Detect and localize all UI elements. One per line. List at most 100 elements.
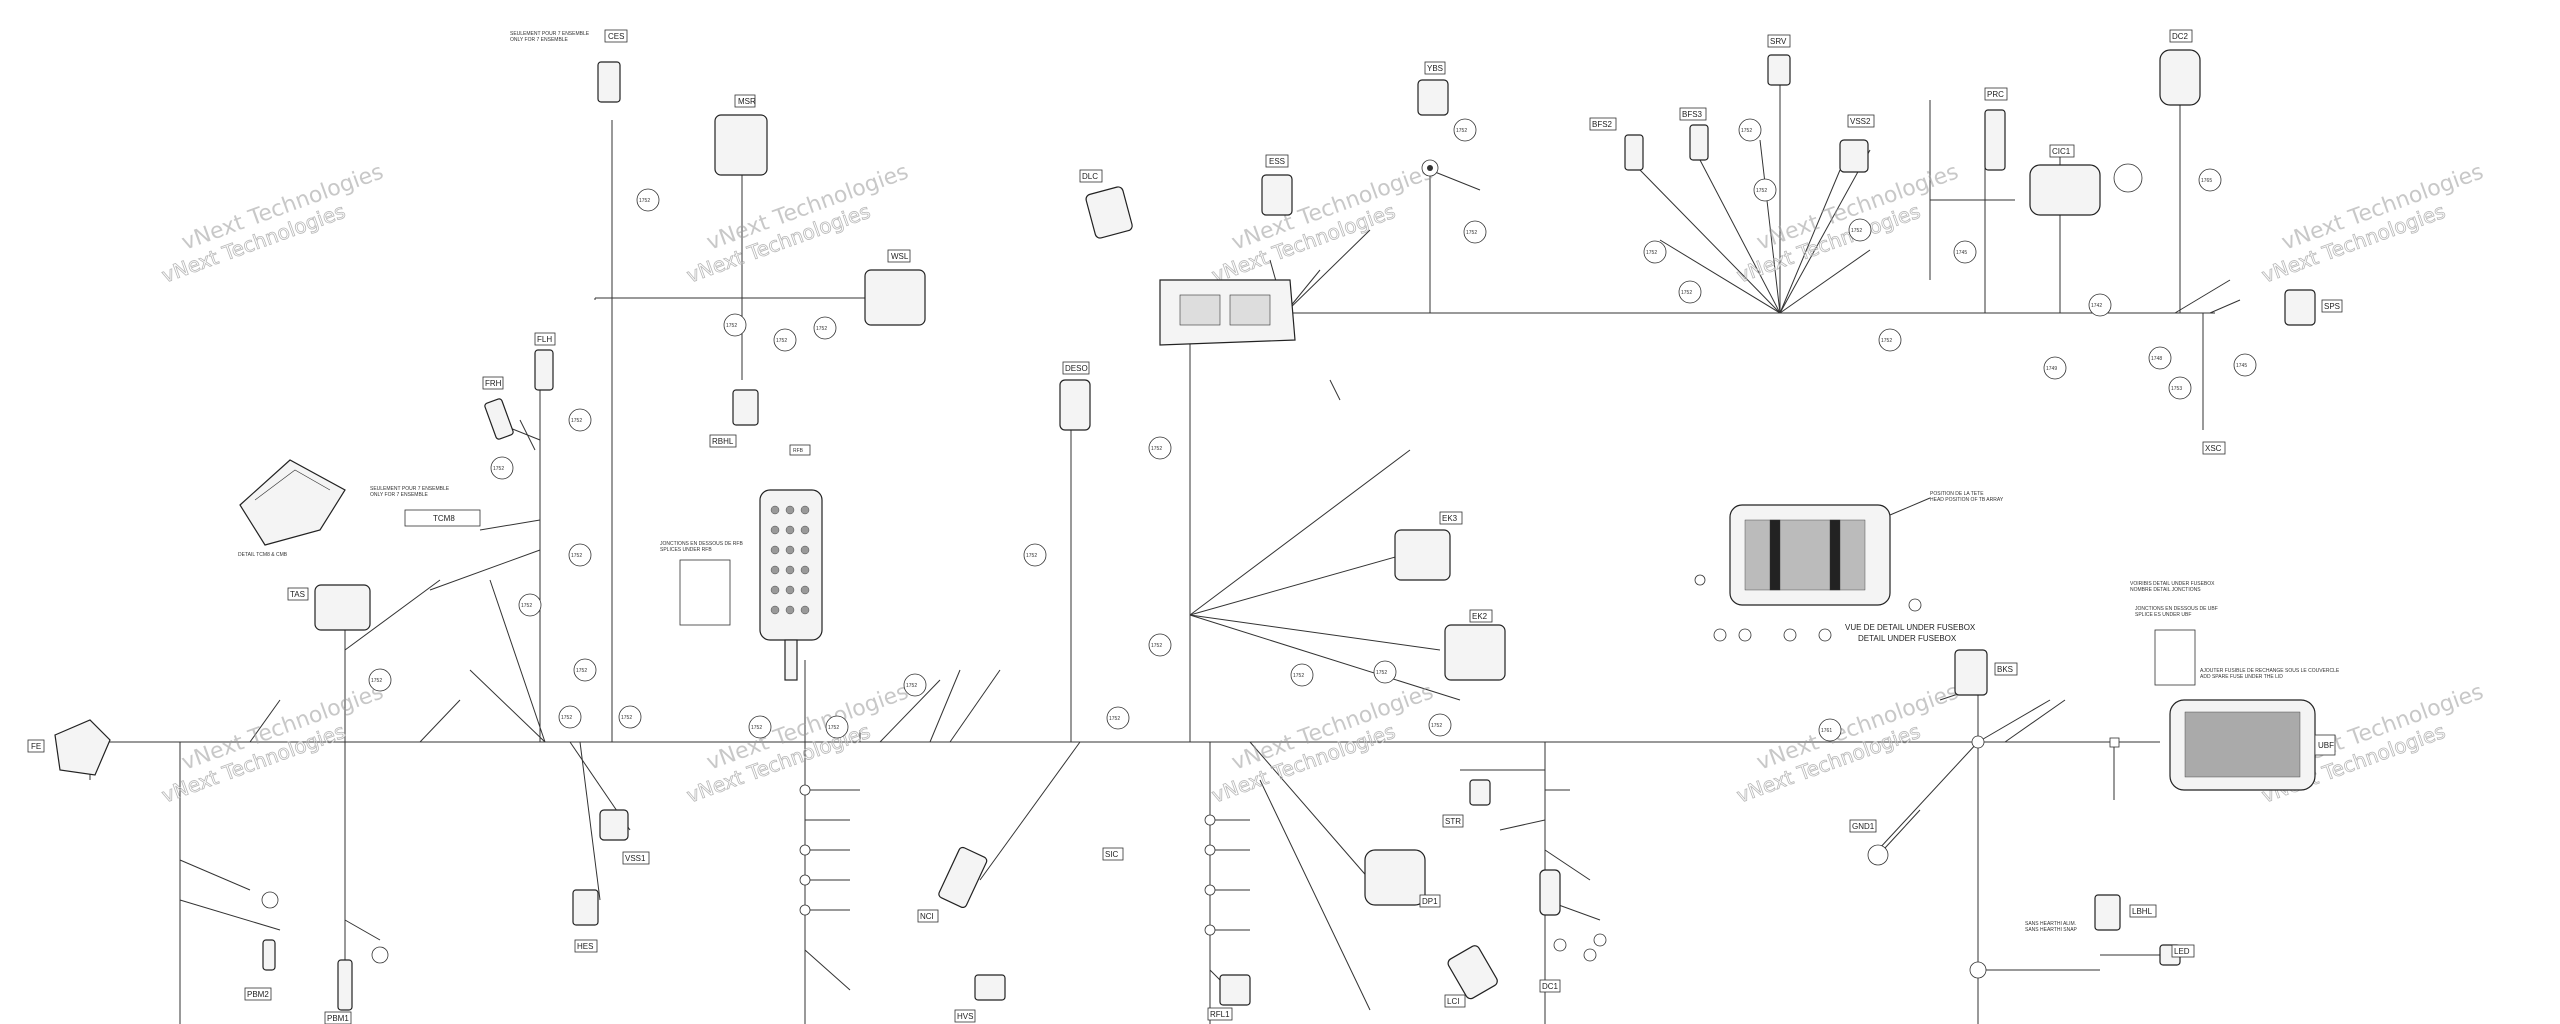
- svg-text:1752: 1752: [571, 418, 582, 424]
- svg-text:1752: 1752: [1431, 723, 1442, 729]
- connector-rbhl[interactable]: RBHL: [709, 389, 759, 448]
- connector-bfs2[interactable]: BFS2: [1589, 117, 1644, 171]
- callout: 1752: [748, 715, 772, 739]
- str-label: STR: [1445, 817, 1461, 826]
- callout: 1752: [1753, 178, 1777, 202]
- connector-xsc[interactable]: XSC: [2202, 441, 2226, 455]
- lci-label: LCI: [1447, 997, 1459, 1006]
- callout: 1752: [825, 715, 849, 739]
- callout: 1752: [1848, 218, 1872, 242]
- ek2-label: EK2: [1472, 612, 1488, 621]
- connector-ess[interactable]: ESS: [1261, 154, 1293, 216]
- connector-bks[interactable]: BKS: [1954, 649, 2018, 696]
- sic-label: SIC: [1105, 850, 1119, 859]
- connector-lbhl[interactable]: LBHL SANS HEARTHI ALIM.SANS HEARTHI SNAP: [2025, 894, 2157, 933]
- tcm-detail-caption: DETAIL TCM8 & CMB: [238, 552, 288, 558]
- svg-text:1752: 1752: [1851, 228, 1862, 234]
- connector-vss1[interactable]: VSS1: [599, 809, 650, 865]
- fusebox-detail[interactable]: VUE DE DETAIL UNDER FUSEBOX DETAIL UNDER…: [1694, 491, 2004, 643]
- vss1-label: VSS1: [625, 854, 646, 863]
- prc-label: PRC: [1987, 90, 2004, 99]
- connector-led[interactable]: LED: [2159, 944, 2195, 966]
- connector-dc2[interactable]: DC2: [2159, 29, 2201, 106]
- connector-sps[interactable]: SPS: [2284, 289, 2343, 326]
- ek3-label: EK3: [1442, 514, 1458, 523]
- splice-markers: [261, 159, 2120, 979]
- callout: 1752: [773, 328, 797, 352]
- callout: 1753: [2168, 376, 2192, 400]
- connector-ek2[interactable]: EK2: [1444, 609, 1506, 681]
- center-relay-module[interactable]: [1159, 279, 1296, 346]
- svg-text:1752: 1752: [1151, 446, 1162, 452]
- rbhl-label: RBHL: [712, 437, 734, 446]
- callout: 1752: [1453, 118, 1477, 142]
- callout: 1752: [723, 313, 747, 337]
- connector-vss2[interactable]: VSS2: [1839, 114, 1875, 173]
- callout: 1752: [1678, 280, 1702, 304]
- svg-text:1749: 1749: [2046, 366, 2057, 372]
- connector-flh[interactable]: FLH: [534, 332, 556, 391]
- bfs2-label: BFS2: [1592, 120, 1613, 129]
- connector-wsl[interactable]: WSL: [864, 249, 926, 326]
- connector-pbm1[interactable]: PBM1: [324, 959, 353, 1024]
- connector-msr[interactable]: MSR: [714, 94, 768, 176]
- connector-dc1[interactable]: DC1: [1539, 869, 1561, 993]
- svg-text:1745: 1745: [2236, 363, 2247, 369]
- callout: 1752: [1878, 328, 1902, 352]
- connector-sic[interactable]: SIC: [1102, 847, 1124, 861]
- svg-text:1765: 1765: [2201, 178, 2212, 184]
- connector-str[interactable]: STR: [1442, 779, 1491, 828]
- connector-gnd1[interactable]: GND1: [1849, 809, 1921, 866]
- svg-text:1752: 1752: [639, 198, 650, 204]
- callout: 1752: [1148, 633, 1172, 657]
- dlc-label: DLC: [1082, 172, 1098, 181]
- svg-text:1761: 1761: [1821, 728, 1832, 734]
- connector-ybs[interactable]: YBS: [1417, 61, 1449, 116]
- connector-deso[interactable]: DESO: [1059, 361, 1091, 431]
- callout: 1752: [618, 705, 642, 729]
- msr-label: MSR: [738, 97, 756, 106]
- connector-lci[interactable]: LCI: [1444, 944, 1499, 1008]
- connector-rfl1[interactable]: RFL1: [1207, 974, 1251, 1021]
- connector-hes[interactable]: HES: [572, 889, 599, 953]
- rfb-splice-list: [679, 559, 731, 626]
- svg-text:1752: 1752: [816, 326, 827, 332]
- srv-label: SRV: [1770, 37, 1787, 46]
- connector-dp1[interactable]: DP1: [1364, 849, 1441, 908]
- callout: 1745: [2233, 353, 2257, 377]
- wire-length-callouts: 1752 1752 1752 1752 1752 1752 1752 1752 …: [368, 118, 2257, 742]
- connector-pbm2[interactable]: PBM2: [244, 939, 276, 1001]
- connector-hvs[interactable]: HVS: [954, 974, 1006, 1023]
- ybs-label: YBS: [1427, 64, 1443, 73]
- wsl-label: WSL: [891, 252, 909, 261]
- connector-fe[interactable]: FE: [27, 719, 111, 776]
- tcm8-label: TCM8: [433, 514, 455, 523]
- svg-text:1745: 1745: [1956, 250, 1967, 256]
- svg-text:1752: 1752: [1646, 250, 1657, 256]
- connector-tas[interactable]: TAS: [287, 584, 371, 631]
- connector-cic1[interactable]: CIC1: [2029, 144, 2143, 216]
- connector-dlc[interactable]: DLC: [1079, 169, 1133, 239]
- callout: 1752: [368, 668, 392, 692]
- callout: 1752: [518, 593, 542, 617]
- callout: 1752: [558, 705, 582, 729]
- connector-bfs3[interactable]: BFS3: [1679, 107, 1709, 161]
- connector-srv[interactable]: SRV: [1767, 34, 1791, 86]
- connector-ek3[interactable]: EK3: [1394, 511, 1463, 581]
- connector-prc[interactable]: PRC: [1984, 87, 2008, 171]
- callout: 1752: [813, 316, 837, 340]
- connector-frh[interactable]: FRH: [482, 376, 514, 440]
- harness-trunk-lines: [89, 60, 2241, 1024]
- nci-label: NCI: [920, 912, 934, 921]
- svg-text:1752: 1752: [493, 466, 504, 472]
- rfb-junction-box[interactable]: RFB: [759, 444, 823, 681]
- watermark-layer: vNext Technologies vNext Technologies vN…: [158, 159, 2487, 807]
- callout: 1752: [1643, 240, 1667, 264]
- connector-nci[interactable]: NCI: [917, 846, 988, 923]
- svg-text:1752: 1752: [621, 715, 632, 721]
- svg-text:1752: 1752: [571, 553, 582, 559]
